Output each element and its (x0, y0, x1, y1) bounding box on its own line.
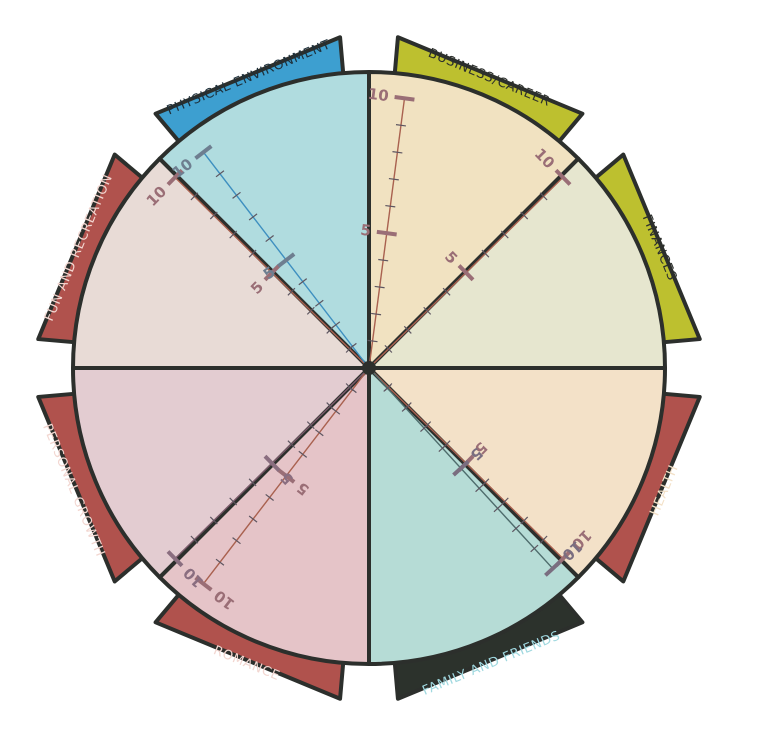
axis-tick (287, 287, 296, 296)
axis-tick (287, 440, 296, 449)
axis-major-tick (394, 95, 415, 102)
axis-tick (442, 287, 451, 296)
sector-romance (157, 366, 371, 666)
sector-business-career (367, 70, 581, 370)
axis-tick (371, 312, 382, 316)
axis-tick (500, 497, 509, 506)
axis-major-tick (263, 264, 281, 282)
sector-family-and-friends (367, 366, 581, 666)
axis-tick (190, 192, 199, 201)
axis-tick (326, 402, 335, 411)
axis-tick (314, 429, 324, 437)
axis-tick (511, 524, 521, 533)
axis-tick (215, 170, 225, 178)
axis-tick (475, 484, 484, 493)
axis-tick (420, 424, 429, 432)
axis-tick (306, 306, 315, 315)
axis-tick (395, 124, 406, 127)
axis-tick (383, 384, 392, 392)
axis-tick (215, 558, 225, 566)
sector-physical-environment (157, 70, 371, 370)
wheel-center (362, 361, 376, 375)
axis-tick (481, 478, 490, 487)
axis-tick (314, 299, 324, 307)
axis-tick (520, 516, 529, 525)
axis-tick (403, 325, 412, 334)
axis-tick (374, 285, 385, 289)
segment-sectors (71, 70, 667, 666)
axis-tick (392, 151, 403, 154)
axis-tick (232, 191, 241, 199)
axis-tick (209, 211, 218, 220)
axis-major-tick (457, 264, 475, 282)
axis-tick (384, 344, 393, 353)
axis-tick (248, 249, 257, 258)
sector-personal-growth (71, 366, 371, 580)
axis-major-tick (554, 168, 572, 186)
axis-tick (539, 192, 548, 201)
axis-tick (248, 478, 257, 487)
axis-major-tick (452, 460, 470, 477)
axis-tick (388, 177, 399, 181)
axis-tick (378, 258, 389, 262)
sector-finances (367, 156, 667, 370)
axis-tick (248, 515, 258, 523)
axis-tick (493, 504, 502, 513)
axis-tick (539, 535, 548, 544)
axis-major-tick (166, 168, 184, 186)
axis-tick (500, 230, 509, 239)
axis-tick (265, 235, 274, 243)
axis-major-tick (194, 576, 213, 592)
axis-tick (190, 535, 199, 544)
axis-major-tick (544, 560, 562, 577)
axis-tick (248, 213, 258, 221)
axis-tick (345, 383, 354, 392)
axis-major-tick (277, 252, 296, 268)
axis-tick (481, 249, 490, 258)
scale-label-5: 5 (359, 221, 372, 240)
axis-tick (331, 321, 341, 329)
axis-tick (530, 544, 539, 553)
sector-fun-and-recreation (71, 156, 371, 370)
axis-tick (298, 278, 308, 286)
axis-major-tick (194, 144, 213, 160)
axis-tick (423, 306, 432, 315)
axis-tick (401, 404, 410, 412)
axis-tick (520, 211, 529, 220)
axis-tick (232, 537, 241, 545)
axis-tick (298, 450, 308, 458)
axis-tick (229, 230, 238, 239)
scale-label-10: 10 (367, 85, 390, 106)
axis-tick (348, 342, 357, 350)
axis-tick (209, 516, 218, 525)
axis-major-tick (263, 454, 281, 472)
axis-tick (438, 444, 447, 453)
axis-major-tick (376, 229, 397, 237)
axis-tick (367, 339, 378, 343)
axis-tick (265, 493, 274, 501)
axis-major-tick (166, 550, 184, 568)
axis-tick (306, 421, 315, 430)
axis-major-tick (277, 468, 296, 484)
axis-business-career: 5 10 (359, 85, 415, 369)
axis-tick (385, 204, 396, 208)
axis-tick (229, 497, 238, 506)
sector-health (367, 366, 667, 580)
